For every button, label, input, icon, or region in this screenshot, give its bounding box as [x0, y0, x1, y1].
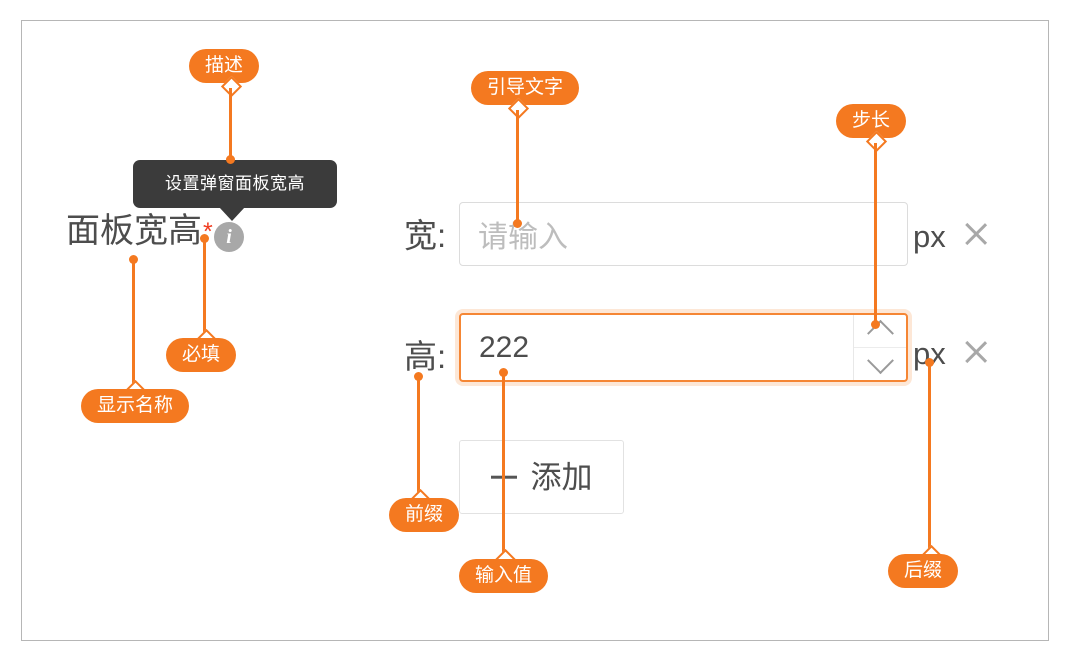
annotation-line-description [229, 88, 232, 160]
annotation-dot-guide-text [513, 219, 522, 228]
annotation-dot-step [871, 320, 880, 329]
remove-row-icon[interactable] [962, 338, 990, 366]
field-label-text: 面板宽高 [66, 212, 202, 250]
annotation-line-input-value [502, 372, 505, 558]
height-input-value: 222 [479, 330, 530, 364]
spinner-down-button[interactable] [854, 347, 906, 381]
annotation-line-step [874, 143, 877, 325]
annotation-line-suffix [928, 362, 931, 554]
tooltip-arrow [219, 207, 245, 221]
annotation-dot-description [226, 155, 235, 164]
height-input[interactable]: 222 [459, 313, 908, 382]
annotation-badge-step: 步长 [836, 104, 907, 138]
annotation-badge-prefix: 前缀 [389, 498, 460, 532]
annotation-badge-guide-text: 引导文字 [471, 71, 580, 105]
field-label: 面板宽高* [66, 214, 213, 248]
number-spinner[interactable] [853, 315, 906, 380]
annotation-badge-description: 描述 [189, 49, 260, 83]
annotation-badge-required: 必填 [166, 338, 237, 372]
tooltip: 设置弹窗面板宽高 [133, 160, 337, 208]
annotation-badge-display-name: 显示名称 [81, 389, 190, 423]
width-input[interactable]: 请输入 [459, 202, 908, 266]
chevron-down-icon [866, 347, 894, 375]
annotation-line-display-name [132, 259, 135, 389]
annotation-badge-input-value: 输入值 [459, 559, 549, 593]
annotation-line-guide-text [516, 110, 519, 224]
add-button[interactable]: 添加 [459, 440, 624, 514]
width-input-placeholder: 请输入 [478, 221, 568, 254]
annotation-badge-suffix: 后缀 [888, 554, 959, 588]
row-suffix-width: px [913, 219, 946, 254]
required-asterisk: * [203, 218, 213, 246]
annotation-line-prefix [417, 376, 420, 498]
add-button-label: 添加 [530, 459, 593, 495]
info-icon[interactable]: i [214, 222, 244, 252]
tooltip-text: 设置弹窗面板宽高 [165, 174, 305, 193]
row-prefix-width: 宽: [404, 217, 447, 254]
annotation-line-required [203, 238, 206, 338]
remove-row-icon[interactable] [962, 220, 990, 248]
spinner-up-button[interactable] [854, 315, 906, 348]
row-prefix-height: 高: [404, 338, 447, 375]
